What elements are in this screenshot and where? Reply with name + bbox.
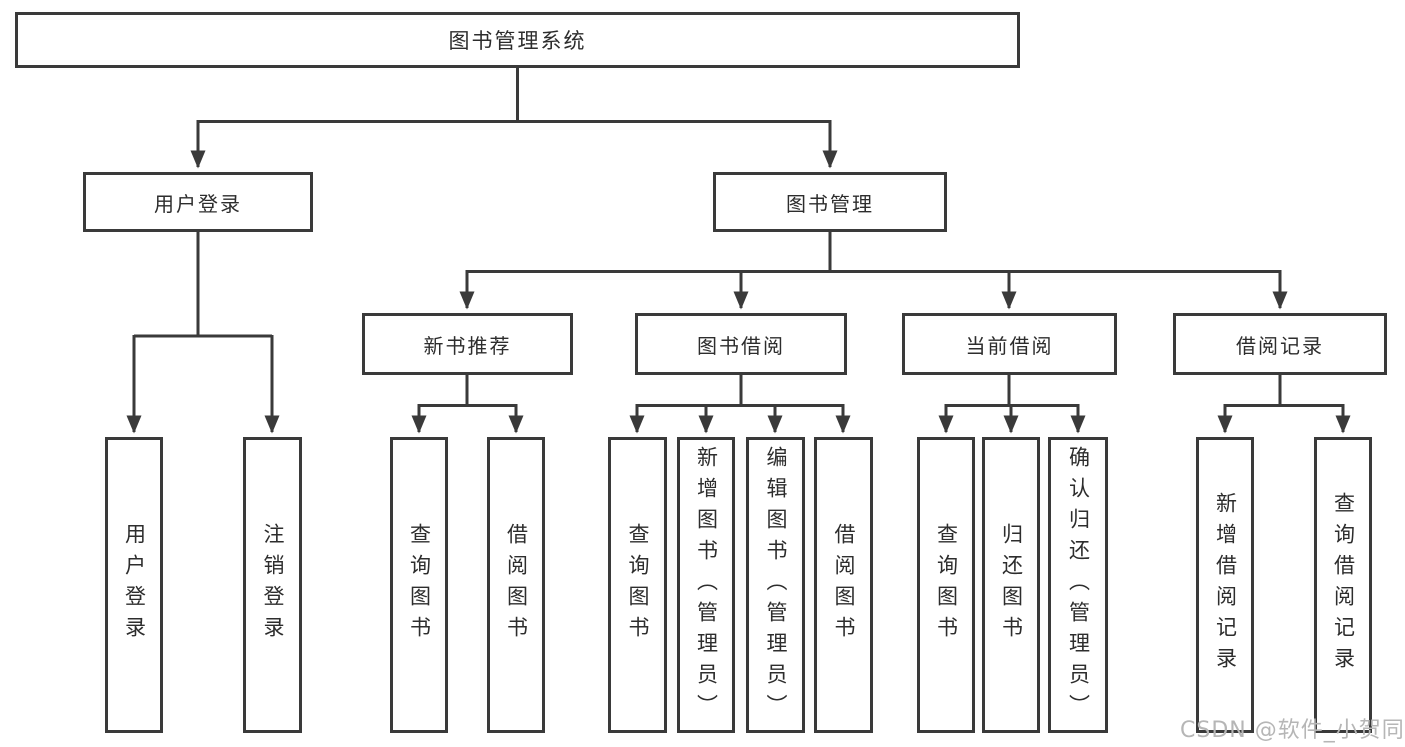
leaf-edit-book-admin: 编辑图书（管理员） bbox=[746, 437, 805, 733]
leaf-recommend-query-books: 查询图书 bbox=[390, 437, 448, 733]
node-root-system: 图书管理系统 bbox=[15, 12, 1020, 68]
node-borrow-records: 借阅记录 bbox=[1173, 313, 1387, 375]
leaf-logout: 注销登录 bbox=[243, 437, 302, 733]
leaf-user-login: 用户登录 bbox=[105, 437, 163, 733]
leaf-confirm-return-admin: 确认归还（管理员） bbox=[1048, 437, 1108, 733]
leaf-borrow-query-books: 查询图书 bbox=[608, 437, 667, 733]
leaf-add-book-admin: 新增图书（管理员） bbox=[677, 437, 735, 733]
leaf-add-borrow-record: 新增借阅记录 bbox=[1196, 437, 1254, 733]
node-user-login: 用户登录 bbox=[83, 172, 313, 232]
leaf-return-book: 归还图书 bbox=[982, 437, 1040, 733]
csdn-watermark: CSDN @软件_小贺同学 bbox=[1180, 718, 1405, 743]
node-current-borrow: 当前借阅 bbox=[902, 313, 1117, 375]
leaf-recommend-borrow-books: 借阅图书 bbox=[487, 437, 545, 733]
leaf-borrow-book: 借阅图书 bbox=[814, 437, 873, 733]
node-book-borrow: 图书借阅 bbox=[635, 313, 847, 375]
node-new-book-recommend: 新书推荐 bbox=[362, 313, 573, 375]
node-book-management: 图书管理 bbox=[713, 172, 947, 232]
leaf-current-query-books: 查询图书 bbox=[917, 437, 975, 733]
leaf-query-borrow-record: 查询借阅记录 bbox=[1314, 437, 1372, 733]
